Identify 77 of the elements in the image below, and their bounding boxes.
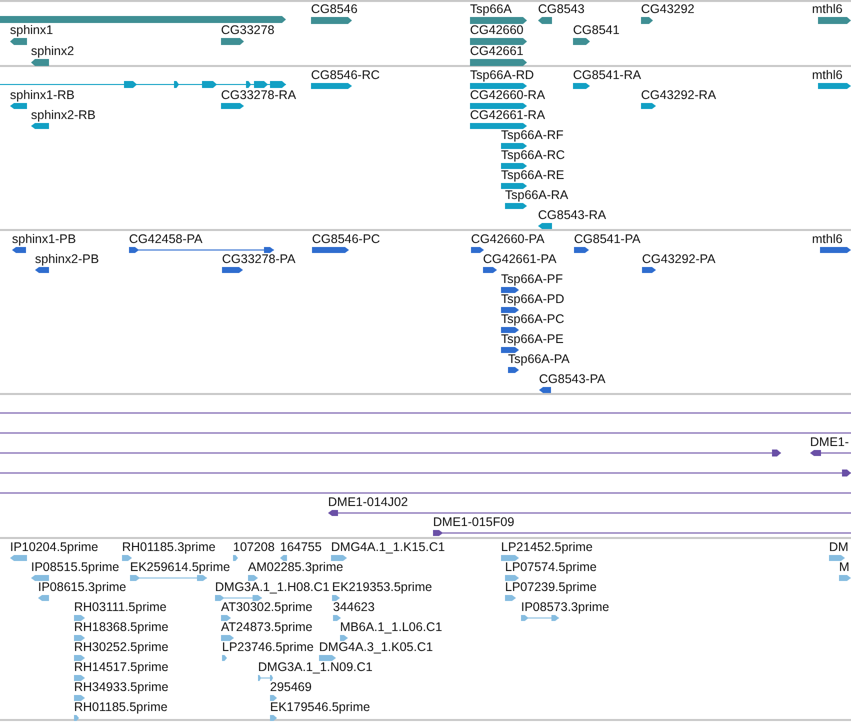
feature-label: MB6A.1_1.L06.C1 [340, 620, 442, 634]
feature-label: 107208 [233, 540, 275, 554]
feature-label: CG8541 [573, 23, 620, 37]
feature-label: CG33278-PA [222, 252, 296, 266]
feature-label: RH14517.5prime [74, 660, 168, 674]
feature-label: sphinx1-RB [10, 88, 75, 102]
feature-label: AT30302.5prime [221, 600, 312, 614]
feature-label: M [839, 560, 850, 574]
feature-label: LP07239.5prime [505, 580, 597, 594]
feature-label: sphinx2-PB [35, 252, 99, 266]
feature-label: CG8543 [538, 2, 585, 16]
feature-label: Tsp66A-PF [501, 272, 563, 286]
feature-label: LP07574.5prime [505, 560, 597, 574]
feature-label: mthl6 [812, 232, 843, 246]
feature-label: EK219353.5prime [332, 580, 432, 594]
feature-label: Tsp66A-PA [508, 352, 570, 366]
feature-label: CG8546 [311, 2, 358, 16]
feature-label: 164755 [280, 540, 322, 554]
feature-label: RH01185.5prime [74, 700, 168, 714]
feature-label: mthl6 [812, 68, 843, 82]
feature-label: Tsp66A-RD [470, 68, 534, 82]
feature-label: EK179546.5prime [270, 700, 370, 714]
feature-label: CG8543-PA [539, 372, 606, 386]
feature-label: DMG4A.3_1.K05.C1 [319, 640, 433, 654]
feature-label: DMG3A.1_1.N09.C1 [258, 660, 373, 674]
feature-label: Tsp66A-RC [501, 148, 565, 162]
feature-label: RH01185.3prime [122, 540, 216, 554]
feature-label: IP08573.3prime [521, 600, 610, 614]
feature-label: Tsp66A-PE [501, 332, 564, 346]
feature-label: IP10204.5prime [10, 540, 98, 554]
feature-label: CG42661-RA [470, 108, 546, 122]
feature-label: CG43292-PA [642, 252, 716, 266]
feature-label: mthl6 [812, 2, 843, 16]
feature-label: Tsp66A [470, 2, 512, 16]
feature-label: Tsp66A-RA [505, 188, 568, 202]
feature-label: Tsp66A-RE [501, 168, 564, 182]
feature-label: CG42660 [470, 23, 524, 37]
feature-label: RH18368.5prime [74, 620, 168, 634]
feature-label: IP08615.3prime [38, 580, 126, 594]
feature-label: RH03111.5prime [74, 600, 167, 614]
feature-label: CG42458-PA [129, 232, 202, 246]
feature-label: sphinx1-PB [12, 232, 76, 246]
feature-label: CG43292 [641, 2, 695, 16]
feature-label: CG8541-PA [574, 232, 640, 246]
feature-label: CG42660-RA [470, 88, 546, 102]
feature-label: 344623 [333, 600, 375, 614]
feature-label: DMG4A.1_1.K15.C1 [331, 540, 445, 554]
feature-label: CG43292-RA [641, 88, 716, 102]
feature-label: DM [829, 540, 848, 554]
feature-label: DME1-014J02 [328, 495, 408, 509]
feature-label: CG33278 [221, 23, 275, 37]
feature-label: CG8546-PC [312, 232, 380, 246]
feature-label: CG8543-RA [538, 208, 606, 222]
feature-label: CG42660-PA [471, 232, 544, 246]
feature-label: CG8546-RC [311, 68, 380, 82]
feature-label: IP08515.5prime [31, 560, 120, 574]
feature-label: AM02285.3prime [248, 560, 344, 574]
feature-label: CG33278-RA [221, 88, 296, 102]
feature-label: CG42661 [470, 44, 524, 58]
feature-label: Tsp66A-PC [501, 312, 564, 326]
feature-label: DME1- [810, 435, 849, 449]
feature-label: Tsp66A-PD [501, 292, 564, 306]
feature-label: sphinx1 [10, 23, 54, 37]
feature-label: RH30252.5prime [74, 640, 168, 654]
feature-label: LP21452.5prime [501, 540, 593, 554]
feature-label: DME1-015F09 [433, 515, 514, 529]
feature-label: Tsp66A-RF [501, 128, 564, 142]
feature-label: sphinx2-RB [31, 108, 96, 122]
feature-label: sphinx2 [31, 44, 74, 58]
feature-label: RH34933.5prime [74, 680, 168, 694]
feature-label: DMG3A.1_1.H08.C1 [215, 580, 330, 594]
feature-label: CG42661-PA [483, 252, 556, 266]
feature-label: AT24873.5prime [221, 620, 312, 634]
feature-label: LP23746.5prime [222, 640, 314, 654]
feature-label: 295469 [270, 680, 312, 694]
feature-label: EK259614.5prime [130, 560, 230, 574]
feature-label: CG8541-RA [573, 68, 642, 82]
